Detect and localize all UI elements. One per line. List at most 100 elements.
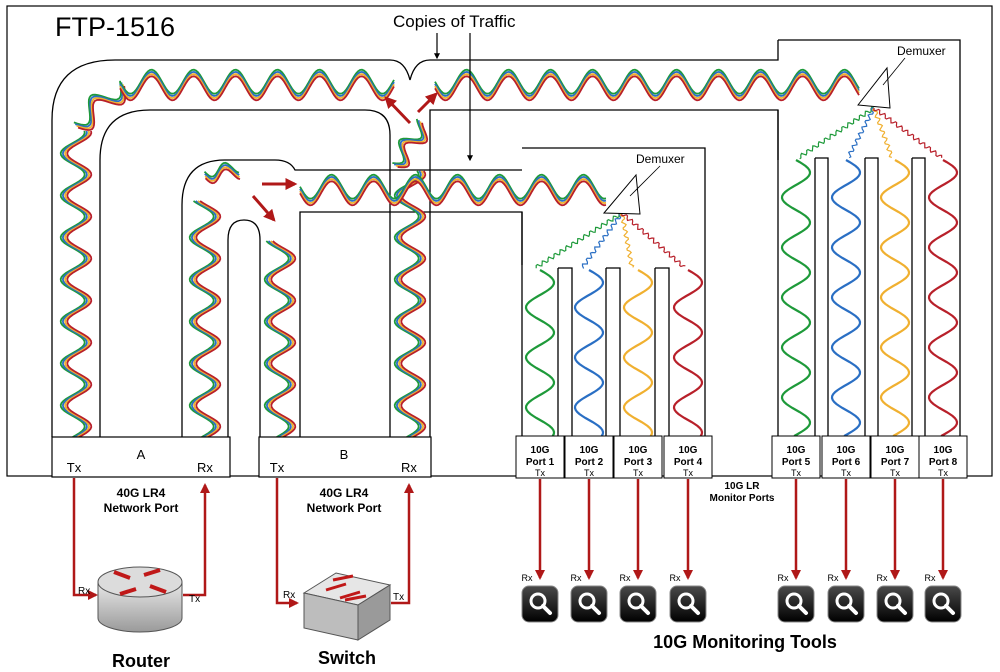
demuxer-1-fanout — [535, 211, 686, 269]
port-b-tx: Tx — [270, 460, 285, 475]
router-label: Router — [112, 651, 170, 671]
wave-top-right — [434, 68, 860, 102]
monitor-port-tx: Tx — [841, 468, 851, 478]
demuxer-box-2 — [777, 39, 961, 437]
demuxer-2-label: Demuxer — [897, 44, 946, 58]
device-title: FTP-1516 — [55, 12, 175, 42]
monitor-port-tx: Tx — [535, 468, 545, 478]
tool-rx-label: Rx — [828, 573, 839, 583]
tools-label: 10G Monitoring Tools — [653, 632, 837, 652]
magnifier-icon[interactable] — [924, 585, 962, 623]
router-tx: Tx — [189, 594, 200, 605]
channel-wave-port-4 — [672, 269, 704, 437]
network-port-label-a-2: Network Port — [104, 501, 179, 515]
network-port-label-b-1: 40G LR4 — [320, 486, 369, 500]
monitor-port-speed: 10G — [629, 445, 648, 456]
tool-rx-label: Rx — [778, 573, 789, 583]
tool-rx-label: Rx — [620, 573, 631, 583]
monitor-port-tx: Tx — [683, 468, 693, 478]
monitor-port-name: Port 7 — [881, 457, 910, 468]
switch-label: Switch — [318, 648, 376, 668]
monitor-port-name: Port 1 — [526, 457, 555, 468]
monitor-port-name: Port 2 — [575, 457, 604, 468]
monitor-port-name: Port 8 — [929, 457, 958, 468]
monitor-port-name: Port 4 — [674, 457, 703, 468]
monitor-port-name: Port 5 — [782, 457, 811, 468]
monitor-port-speed: 10G — [886, 445, 905, 456]
port-a-rx: Rx — [197, 460, 213, 475]
wave-a-tx-up — [59, 130, 93, 438]
magnifier-icon[interactable] — [619, 585, 657, 623]
network-links — [72, 478, 414, 608]
switch-rx: Rx — [283, 590, 295, 601]
monitor-port-speed: 10G — [679, 445, 698, 456]
port-b-rx: Rx — [401, 460, 417, 475]
tool-rx-label: Rx — [925, 573, 936, 583]
monitor-port-tx: Tx — [584, 468, 594, 478]
channel-wave-port-3 — [622, 269, 654, 437]
network-port-label-b-2: Network Port — [307, 501, 382, 515]
router-icon[interactable] — [97, 566, 183, 633]
demuxer-2-fanout — [799, 106, 943, 160]
tool-rx-label: Rx — [522, 573, 533, 583]
magnifier-icon[interactable] — [669, 585, 707, 623]
monitor-port-speed: 10G — [837, 445, 856, 456]
magnifier-icon[interactable] — [521, 585, 559, 623]
switch-icon[interactable] — [302, 572, 392, 641]
demuxer-1-pointer — [629, 165, 661, 197]
network-port-b[interactable] — [258, 436, 432, 478]
tool-rx-label: Rx — [877, 573, 888, 583]
monitor-port-name: Port 6 — [832, 457, 861, 468]
monitor-ports-label-2: Monitor Ports — [710, 493, 775, 504]
monitor-port-tx: Tx — [633, 468, 643, 478]
port-a-label: A — [137, 447, 146, 462]
network-port-label-a-1: 40G LR4 — [117, 486, 166, 500]
monitor-port-speed: 10G — [787, 445, 806, 456]
wave-middle — [299, 173, 607, 207]
demuxer-box-1 — [521, 147, 706, 437]
channel-wave-port-1 — [524, 269, 556, 437]
port-a-tx: Tx — [67, 460, 82, 475]
wave-inner-corner — [203, 161, 241, 185]
monitor-port-speed: 10G — [934, 445, 953, 456]
monitor-port-speed: 10G — [531, 445, 550, 456]
channel-wave-port-8 — [927, 159, 959, 437]
wave-b-tx-up — [263, 240, 297, 438]
channel-wave-port-5 — [780, 159, 812, 437]
demuxer-1-prism — [602, 173, 641, 215]
magnifier-icon[interactable] — [827, 585, 865, 623]
monitor-port-name: Port 3 — [624, 457, 653, 468]
monitor-port-tx: Tx — [791, 468, 801, 478]
network-port-a[interactable] — [51, 436, 231, 478]
monitor-port-tx: Tx — [938, 468, 948, 478]
wave-copy-up — [392, 118, 429, 169]
channel-wave-port-7 — [879, 159, 911, 437]
traffic-waves — [59, 68, 959, 438]
magnifier-icon[interactable] — [876, 585, 914, 623]
channel-wave-port-6 — [830, 159, 862, 437]
switch-tx: Tx — [393, 592, 404, 603]
channel-wave-port-2 — [573, 269, 605, 437]
wave-a-rx-up — [188, 200, 222, 438]
tool-rx-label: Rx — [571, 573, 582, 583]
monitor-ports-label-1: 10G LR — [724, 481, 760, 492]
demuxer-2-prism — [857, 66, 891, 109]
magnifier-icon[interactable] — [570, 585, 608, 623]
wave-top-left — [119, 68, 395, 102]
magnifier-icon[interactable] — [777, 585, 815, 623]
demuxer-2-pointer — [882, 57, 906, 86]
wave-b-rx-up — [393, 170, 427, 438]
port-b-label: B — [340, 447, 349, 462]
split-arrows — [251, 92, 438, 222]
copies-of-traffic-label: Copies of Traffic — [393, 12, 516, 31]
